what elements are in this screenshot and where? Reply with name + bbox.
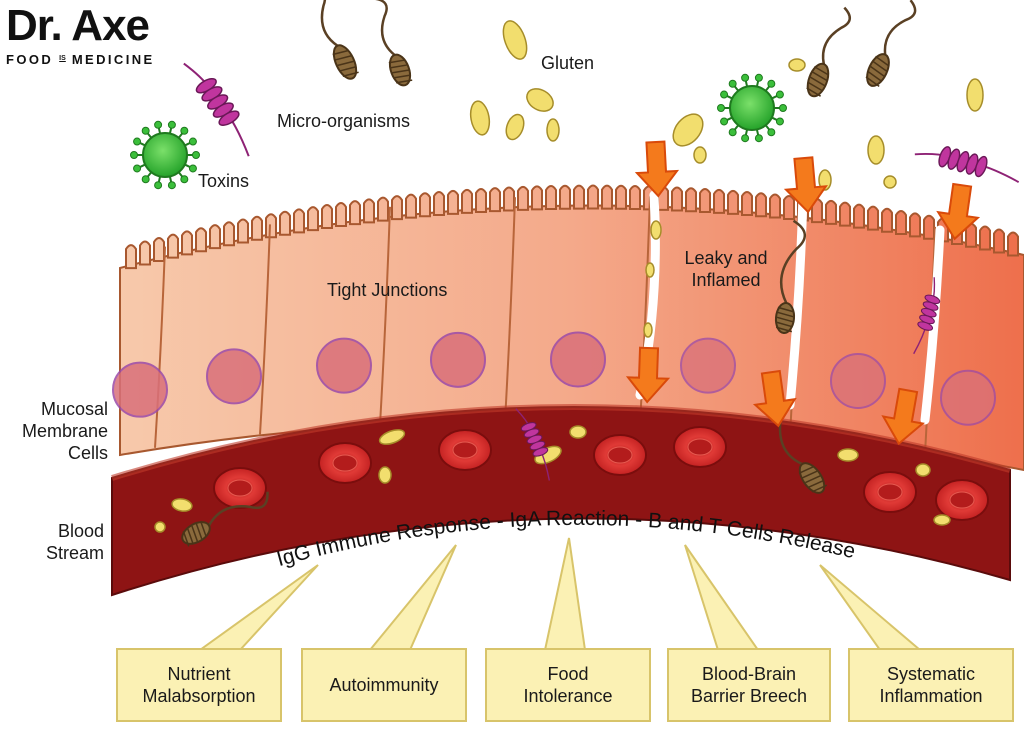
toxin-spiral-icon [183, 62, 250, 157]
down-arrow-icon [634, 140, 680, 198]
bacteria-icon [310, 0, 359, 80]
red-blood-cell-icon [673, 426, 727, 468]
mucosal-membrane-cells-label: Mucosal Membrane Cells [21, 399, 108, 463]
down-arrow-icon [881, 387, 925, 446]
gluten-particle-icon [645, 262, 655, 278]
gluten-particle-icon [378, 429, 406, 445]
red-blood-cell-icon [593, 434, 647, 476]
blood-stream-label: Blood Stream [45, 521, 104, 563]
gluten-particle-icon [672, 113, 704, 147]
red-blood-cell-icon [318, 442, 372, 484]
gluten-particle-icon [867, 135, 885, 165]
gluten-particle-icon [526, 88, 554, 112]
toxin-spiral-icon [913, 277, 941, 355]
micro-organisms-label: Micro-organisms [277, 111, 411, 131]
cell-border [154, 246, 166, 448]
cell-nucleus [830, 352, 886, 409]
gluten-particle-icon [469, 100, 491, 136]
gluten-particle-icon [837, 448, 859, 462]
virus-icon [130, 120, 200, 190]
gluten-label: Gluten [541, 53, 595, 73]
effect-box-autoimmunity: Autoimmunity [301, 648, 467, 722]
gluten-particle-icon [933, 514, 951, 526]
cell-nucleus [940, 369, 996, 426]
gluten-particle-icon [546, 118, 560, 142]
brand-tagline: FOOD IS MEDICINE [6, 52, 155, 67]
bacteria-icon [865, 0, 917, 87]
tight-junctions-label: Tight Junctions [327, 280, 448, 300]
gluten-particle-icon [171, 498, 193, 512]
down-arrow-icon [625, 346, 671, 404]
red-blood-cell-icon [935, 479, 989, 521]
gluten-particle-icon [966, 78, 984, 112]
red-blood-cell-icon [213, 467, 267, 509]
cell-nucleus [206, 348, 262, 405]
cell-nucleus [430, 331, 486, 388]
gluten-particle-icon [502, 20, 528, 60]
gluten-particle-icon [693, 146, 707, 164]
callout-pointer-food [543, 537, 587, 651]
gluten-particle-icon [154, 521, 166, 533]
gluten-particle-icon [378, 466, 392, 484]
bacteria-icon [774, 219, 806, 334]
callout-pointer-inflammation [819, 564, 923, 651]
cell-nucleus [550, 331, 606, 388]
gluten-particle-icon [788, 58, 806, 72]
gluten-particle-icon [643, 322, 653, 338]
down-arrow-icon [752, 369, 797, 428]
gluten-particle-icon [818, 169, 832, 191]
bacteria-icon [806, 6, 851, 98]
bacteria-icon [181, 491, 269, 547]
cell-border [379, 206, 391, 425]
toxin-spiral-icon [515, 408, 551, 481]
callout-pointer-brain [684, 544, 760, 651]
toxins-label: Toxins [198, 171, 250, 191]
gluten-particle-icon [650, 220, 662, 240]
down-arrow-icon [783, 156, 828, 214]
gluten-particle-icon [505, 113, 525, 141]
red-blood-cell-icon [438, 429, 492, 471]
cell-nucleus [112, 361, 168, 418]
callout-pointer-autoimmunity [367, 544, 457, 651]
bacteria-icon [373, 0, 413, 87]
cell-border [504, 197, 516, 421]
gluten-particle-icon [915, 463, 931, 477]
red-blood-cell-icon [863, 471, 917, 513]
gluten-particle-icon [883, 175, 897, 189]
leaky-inflamed-label: Leaky and Inflamed [684, 248, 768, 290]
cell-nucleus [316, 337, 372, 394]
brand-logo[interactable]: Dr. Axe [6, 1, 150, 50]
toxin-spiral-icon [914, 146, 1020, 183]
virus-icon [717, 73, 787, 143]
down-arrow-icon [936, 182, 981, 241]
cell-border [259, 224, 271, 435]
gluten-particle-icon [569, 425, 587, 439]
callout-pointer-nutrient [196, 564, 319, 651]
cell-nucleus [680, 337, 736, 394]
